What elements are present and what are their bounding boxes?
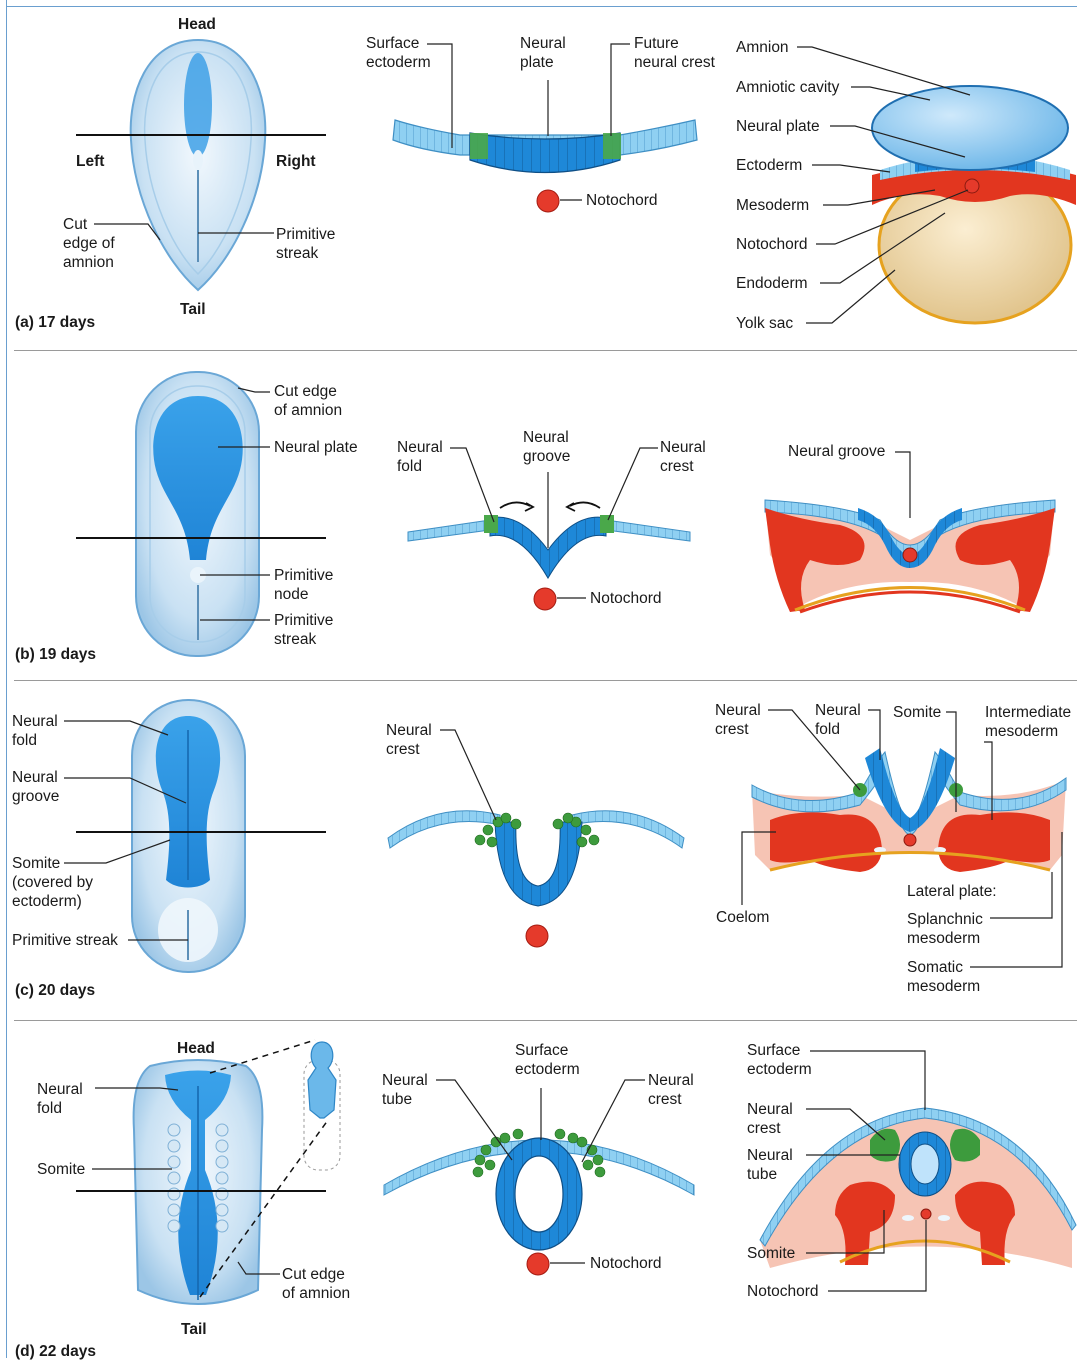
label-head: Head bbox=[177, 1039, 215, 1058]
label-neural-crest: Neural crest bbox=[648, 1071, 694, 1109]
label-future-neural-crest: Future neural crest bbox=[634, 34, 715, 72]
embryo-inset-thumbnail bbox=[304, 1042, 340, 1170]
label-mesoderm: Mesoderm bbox=[736, 196, 809, 215]
label-amniotic-cavity: Amniotic cavity bbox=[736, 78, 839, 97]
detail-17-days bbox=[872, 86, 1076, 323]
label-splanchnic-mesoderm: Splanchnic mesoderm bbox=[907, 910, 983, 948]
label-surface-ectoderm: Surface ectoderm bbox=[366, 34, 431, 72]
label-neural-groove: Neural groove bbox=[12, 768, 59, 806]
label-notochord: Notochord bbox=[586, 191, 658, 210]
label-neural-tube: Neural tube bbox=[382, 1071, 428, 1109]
label-primitive-node: Primitive node bbox=[274, 566, 333, 604]
label-coelom: Coelom bbox=[716, 908, 769, 927]
panel-title-a: (a) 17 days bbox=[15, 314, 95, 332]
panel-title-c: (c) 20 days bbox=[15, 982, 95, 1000]
panel-divider bbox=[14, 1020, 1077, 1021]
panel-a bbox=[76, 40, 1076, 323]
label-cut-edge-amnion: Cut edge of amnion bbox=[63, 215, 115, 272]
panel-b bbox=[76, 372, 1055, 656]
panel-d bbox=[76, 1040, 1076, 1304]
label-notochord-detail: Notochord bbox=[747, 1282, 819, 1301]
embryo-20-days bbox=[132, 700, 245, 972]
section-20-days bbox=[388, 811, 684, 947]
label-surface-ectoderm-detail: Surface ectoderm bbox=[747, 1041, 812, 1079]
label-neural-crest-detail: Neural crest bbox=[715, 701, 761, 739]
label-neural-groove: Neural groove bbox=[523, 428, 570, 466]
label-primitive-streak: Primitive streak bbox=[12, 931, 118, 950]
label-neural-crest-detail: Neural crest bbox=[747, 1100, 793, 1138]
label-neural-fold: Neural fold bbox=[37, 1080, 83, 1118]
label-notochord-detail: Notochord bbox=[736, 235, 808, 254]
label-neural-tube-detail: Neural tube bbox=[747, 1146, 793, 1184]
label-right: Right bbox=[276, 152, 316, 171]
label-somatic-mesoderm: Somatic mesoderm bbox=[907, 958, 980, 996]
embryo-17-days bbox=[131, 40, 266, 290]
label-cut-edge-amnion: Cut edge of amnion bbox=[274, 382, 342, 420]
detail-20-days bbox=[752, 748, 1066, 872]
label-neural-fold-detail: Neural fold bbox=[815, 701, 861, 739]
label-somite-detail: Somite bbox=[747, 1244, 795, 1263]
label-surface-ectoderm: Surface ectoderm bbox=[515, 1041, 580, 1079]
label-neural-fold: Neural fold bbox=[397, 438, 443, 476]
detail-22-days bbox=[760, 1108, 1076, 1268]
label-yolk-sac: Yolk sac bbox=[736, 314, 793, 333]
panel-divider bbox=[14, 350, 1077, 351]
label-neural-crest: Neural crest bbox=[660, 438, 706, 476]
panel-title-d: (d) 22 days bbox=[15, 1343, 96, 1361]
label-neural-plate: Neural plate bbox=[520, 34, 566, 72]
label-notochord: Notochord bbox=[590, 1254, 662, 1273]
label-lateral-plate: Lateral plate: bbox=[907, 882, 997, 901]
label-primitive-streak: Primitive streak bbox=[276, 225, 335, 263]
label-somite: Somite bbox=[37, 1160, 85, 1179]
label-amnion: Amnion bbox=[736, 38, 789, 57]
label-somite: Somite (covered by ectoderm) bbox=[12, 854, 93, 911]
panel-divider bbox=[14, 680, 1077, 681]
label-primitive-streak: Primitive streak bbox=[274, 611, 333, 649]
embryo-19-days bbox=[136, 372, 259, 656]
label-neural-groove-detail: Neural groove bbox=[788, 442, 885, 461]
panel-title-b: (b) 19 days bbox=[15, 646, 96, 664]
label-left: Left bbox=[76, 152, 104, 171]
label-tail: Tail bbox=[180, 300, 206, 319]
label-neural-plate: Neural plate bbox=[274, 438, 358, 457]
label-tail: Tail bbox=[181, 1320, 207, 1339]
label-intermediate-mesoderm: Intermediate mesoderm bbox=[985, 703, 1071, 741]
label-neural-plate-detail: Neural plate bbox=[736, 117, 820, 136]
label-cut-edge-amnion: Cut edge of amnion bbox=[282, 1265, 350, 1303]
label-neural-fold: Neural fold bbox=[12, 712, 58, 750]
embryo-22-days bbox=[134, 1060, 263, 1304]
label-head: Head bbox=[178, 15, 216, 34]
label-notochord: Notochord bbox=[590, 589, 662, 608]
label-somite-detail: Somite bbox=[893, 703, 941, 722]
label-ectoderm: Ectoderm bbox=[736, 156, 802, 175]
label-endoderm: Endoderm bbox=[736, 274, 808, 293]
label-neural-crest: Neural crest bbox=[386, 721, 432, 759]
